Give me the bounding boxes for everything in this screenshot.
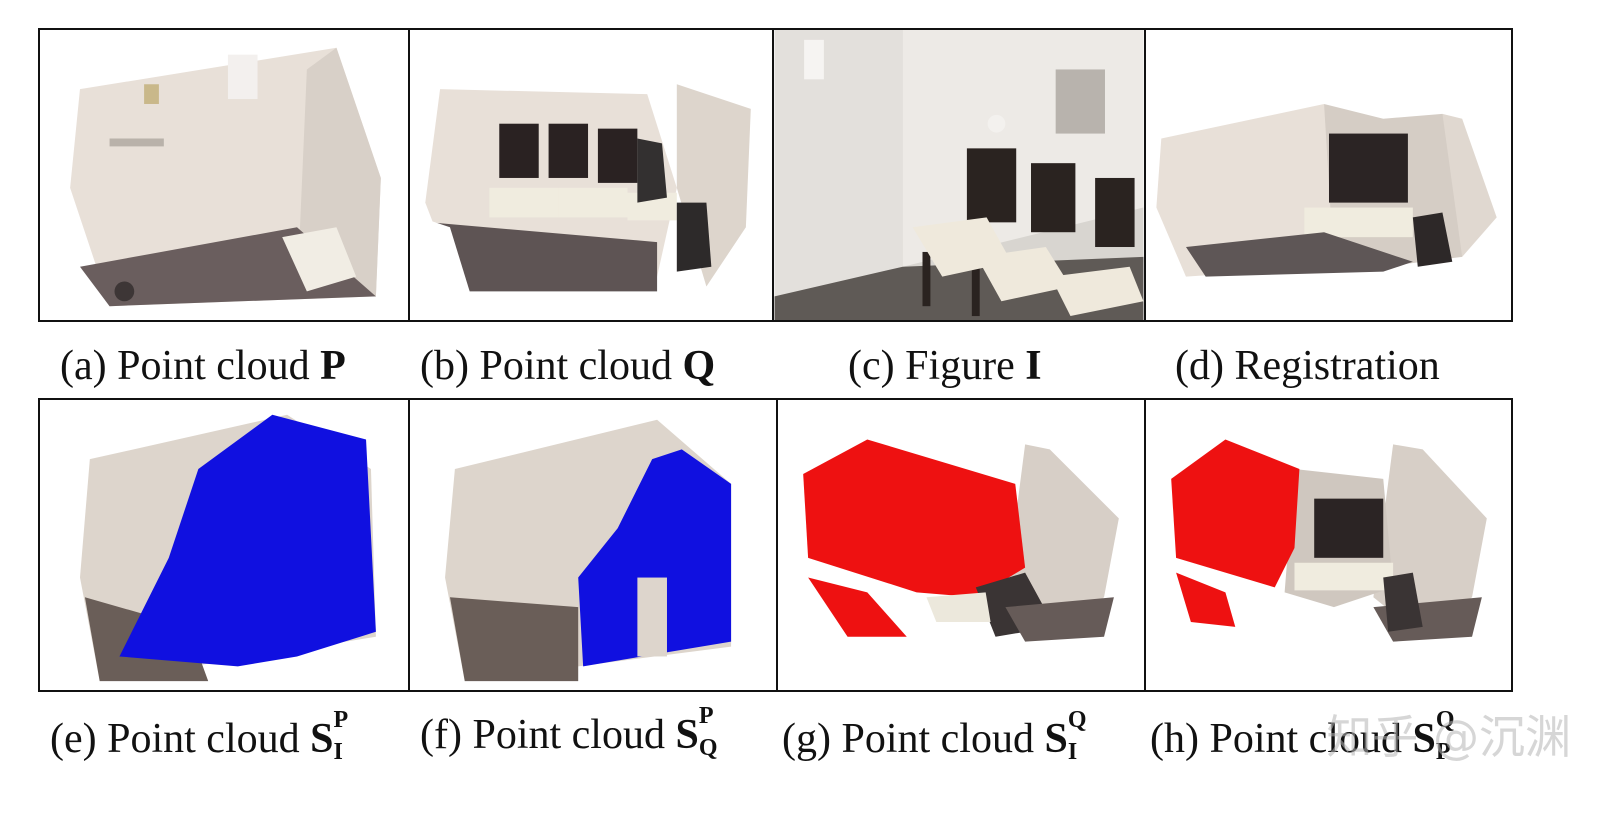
registration-image (1156, 103, 1497, 277)
caption-f-sub: Q (698, 735, 718, 761)
caption-c-prefix: (c) Figure (848, 343, 1026, 389)
caption-e-sub: I (333, 739, 343, 765)
panel-h-point-cloud-s-p-q (1144, 398, 1513, 692)
caption-b-symbol: Q (682, 343, 716, 389)
panel-f-point-cloud-s-q-p (408, 398, 778, 692)
point-cloud-f-image (445, 419, 732, 682)
caption-g-sub: I (1067, 739, 1078, 765)
caption-h-prefix: (h) Point cloud (1150, 716, 1413, 762)
caption-f-prefix: (f) Point cloud (420, 712, 676, 758)
point-cloud-e-image (79, 414, 376, 682)
caption-g-sup: Q (1067, 707, 1087, 733)
caption-d: (d) Registration (1175, 345, 1440, 387)
point-cloud-p-image (70, 47, 381, 307)
point-cloud-q-image (420, 79, 756, 297)
caption-e-sup: P (333, 707, 349, 733)
caption-d-prefix: (d) Registration (1175, 343, 1440, 389)
watermark: 知乎 @沉渊 (1326, 710, 1571, 764)
point-cloud-h-image (1171, 439, 1487, 642)
caption-c: (c) Figure I (848, 345, 1042, 387)
caption-f-sup: P (698, 703, 714, 729)
caption-a-symbol: P (320, 343, 346, 389)
caption-h-sup: Q (1435, 707, 1455, 733)
caption-h-sub: P (1435, 739, 1451, 765)
panel-c-figure-i (772, 28, 1146, 322)
caption-b-prefix: (b) Point cloud (420, 343, 683, 389)
caption-a-prefix: (a) Point cloud (60, 343, 321, 389)
point-cloud-g-image (803, 439, 1119, 642)
caption-a: (a) Point cloud P (60, 345, 346, 387)
rgb-image-i (774, 30, 1144, 320)
caption-g-prefix: (g) Point cloud (782, 716, 1045, 762)
panel-e-point-cloud-s-i-p (38, 398, 410, 692)
caption-c-symbol: I (1025, 343, 1042, 389)
panel-d-registration (1144, 28, 1513, 322)
panel-b-point-cloud-q (408, 28, 774, 322)
caption-b: (b) Point cloud Q (420, 345, 715, 387)
panel-a-point-cloud-p (38, 28, 410, 322)
caption-e-prefix: (e) Point cloud (50, 716, 311, 762)
panel-g-point-cloud-s-i-q (776, 398, 1146, 692)
